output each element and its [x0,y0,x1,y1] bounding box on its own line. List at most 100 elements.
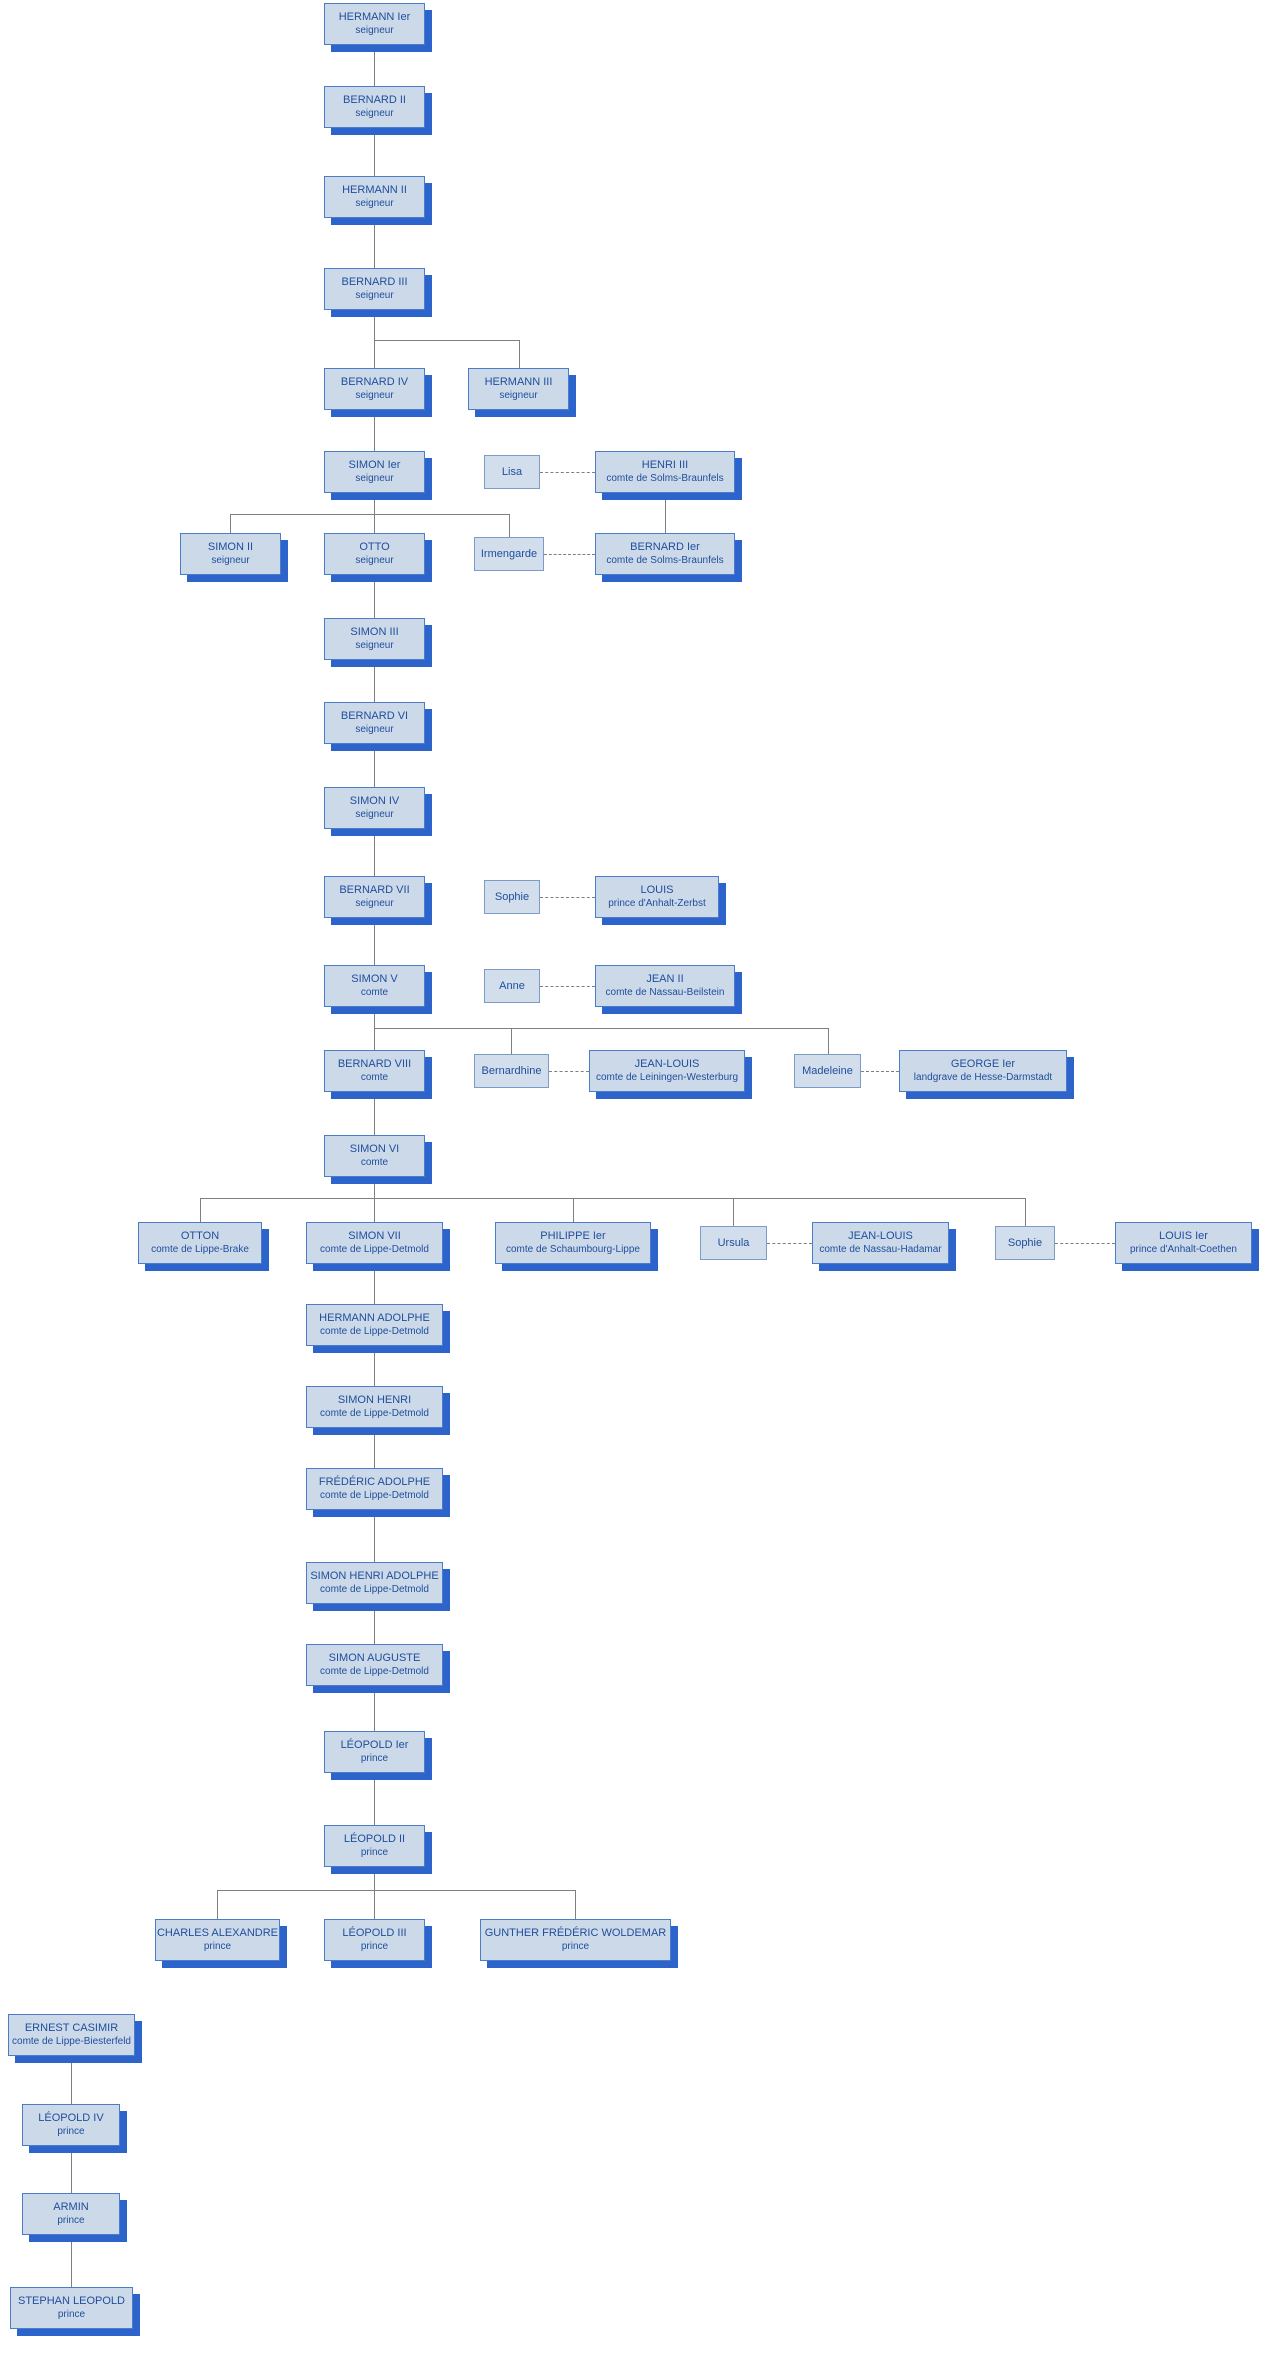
person-name: BERNARD VI [340,710,409,722]
person-name: LÉOPOLD Ier [340,1739,409,1751]
person-node-sophie-1: Sophie [484,880,540,914]
person-title: comte de Lippe-Detmold [320,1490,429,1501]
person-name: PHILIPPE Ier [540,1230,606,1242]
person-name: Irmengarde [480,547,538,560]
person-name: OTTO [359,541,390,553]
descent-line [665,493,666,533]
person-node-anne: Anne [484,969,540,1003]
descent-line [374,1604,375,1644]
person-title: comte de Lippe-Detmold [320,1408,429,1419]
person-title: comte [360,1072,389,1083]
descent-line [217,1890,575,1891]
descent-line [509,514,510,537]
descent-line [374,744,375,787]
person-name: FRÉDÉRIC ADOLPHE [318,1476,431,1488]
person-name: HENRI III [641,459,689,471]
marriage-line [544,554,595,555]
person-name: HERMANN ADOLPHE [319,1312,430,1324]
descent-line [374,1177,375,1198]
person-name: SIMON VII [348,1230,401,1242]
person-name: BERNARD Ier [630,541,700,553]
person-title: prince [360,1753,389,1764]
person-name: HERMANN II [342,184,407,196]
descent-line [1025,1198,1026,1226]
descent-line [733,1198,734,1226]
person-name: BERNARD III [341,276,408,288]
person-name: SIMON Ier [348,459,401,471]
descent-line [374,829,375,876]
person-title: seigneur [355,198,394,209]
person-title: comte de Lippe-Detmold [320,1666,429,1677]
descent-line [71,2235,72,2287]
person-name: SIMON AUGUSTE [328,1652,421,1664]
person-title: comte de Lippe-Detmold [320,1326,429,1337]
person-title: comte de Nassau-Hadamar [819,1244,942,1255]
descent-line [374,1264,375,1304]
person-name: LÉOPOLD III [342,1927,407,1939]
person-name: Anne [499,979,525,992]
descent-line [374,1346,375,1386]
person-title: seigneur [355,555,394,566]
descent-line [828,1028,829,1054]
descent-line [519,340,520,368]
person-name: JEAN II [646,973,684,985]
person-title: seigneur [499,390,538,401]
marriage-line [767,1243,812,1244]
person-name: BERNARD IV [340,376,409,388]
descent-line [374,1867,375,1890]
descent-line [511,1028,512,1054]
descent-line [374,1028,375,1050]
person-title: seigneur [355,724,394,735]
person-name: SIMON VI [349,1143,400,1155]
descent-line [374,340,519,341]
person-title: seigneur [355,290,394,301]
person-node-bernardhine: Bernardhine [474,1054,549,1088]
person-title: landgrave de Hesse-Darmstadt [913,1072,1053,1083]
person-node-madeleine: Madeleine [794,1054,861,1088]
person-node-philippe-1er: PHILIPPE Ier comte de Schaumbourg-Lippe [495,1222,651,1264]
person-name: LÉOPOLD II [343,1833,406,1845]
person-node-hermann-adolphe: HERMANN ADOLPHE comte de Lippe-Detmold [306,1304,443,1346]
descent-line [374,1773,375,1825]
person-title: seigneur [355,898,394,909]
descent-line [374,1198,375,1222]
person-title: prince [561,1941,590,1952]
descent-line [230,514,509,515]
person-node-otto: OTTO seigneur [324,533,425,575]
descent-line [374,340,375,368]
person-node-simon-1er: SIMON Ier seigneur [324,451,425,493]
person-node-hermann-2: HERMANN II seigneur [324,176,425,218]
person-node-lisa: Lisa [484,455,540,489]
person-name: Madeleine [802,1064,853,1077]
person-name: GEORGE Ier [950,1058,1016,1070]
person-node-bernard-8: BERNARD VIII comte [324,1050,425,1092]
person-title: comte de Schaumbourg-Lippe [506,1244,640,1255]
descent-line [71,2056,72,2104]
person-node-bernard-3: BERNARD III seigneur [324,268,425,310]
person-title: prince [57,2215,85,2226]
person-name: SIMON III [350,626,399,638]
person-name: SIMON V [351,973,398,985]
person-title: seigneur [355,25,394,36]
person-name: BERNARD VIII [337,1058,412,1070]
person-node-irmengarde: Irmengarde [474,537,544,571]
person-name: OTTON [180,1230,220,1242]
person-title: seigneur [355,473,394,484]
descent-line [374,1092,375,1135]
